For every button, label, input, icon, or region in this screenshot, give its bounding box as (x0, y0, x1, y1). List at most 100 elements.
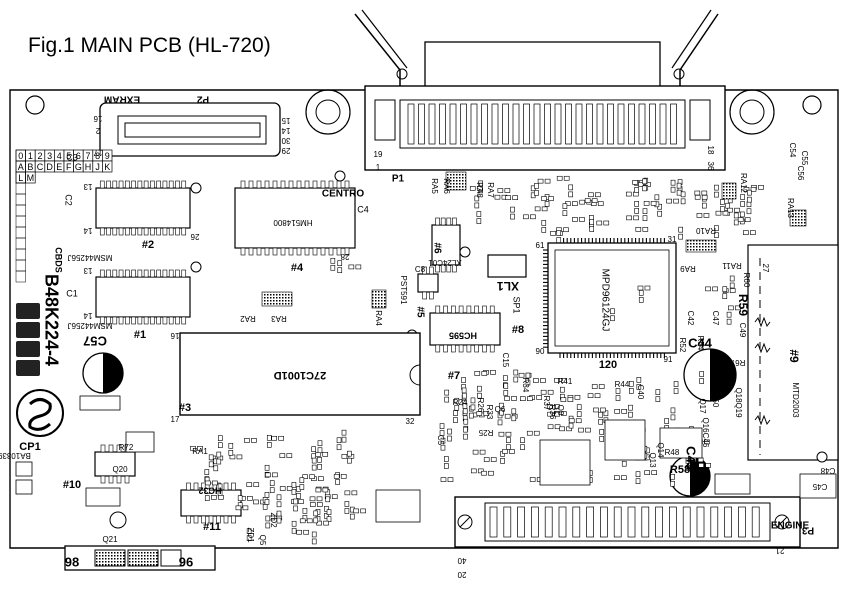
label-r52: R52 (678, 338, 687, 353)
label-c47: C47 (711, 311, 720, 326)
chip-27c1001d (179, 332, 421, 416)
label-engine: ENGINE (771, 521, 810, 532)
label-q13: Q13 (648, 452, 657, 468)
label-chip1: MSM44256J (68, 321, 113, 330)
label-chip2: MSM44256J (68, 253, 113, 262)
label-pin17: 17 (93, 148, 102, 157)
chip-msm44256j-1 (95, 276, 191, 318)
label-exram: EXRAM (104, 93, 140, 104)
figure-title: Fig.1 MAIN PCB (HL-720) (28, 34, 271, 57)
label-c43: C43 (684, 446, 699, 470)
label-c48: C48 (820, 466, 835, 475)
mount-hole (305, 89, 351, 135)
label-ra12: RA12 (739, 173, 748, 194)
label-ra11: RA11 (722, 261, 742, 270)
label-p3: P3 (801, 524, 814, 535)
mount-hole (729, 89, 775, 135)
label-pin36: 36 (706, 162, 715, 171)
label-ch1: #1 (134, 329, 146, 341)
switch-grid-label: 0 (18, 151, 23, 161)
chip-hc595 (429, 312, 501, 346)
label-q20: Q20 (112, 465, 128, 474)
label-r58: R58 (670, 464, 690, 476)
label-ch5: #5 (414, 306, 425, 318)
connector-9 (747, 244, 839, 461)
label-ra9: RA9 (680, 264, 696, 273)
label-pin16: 16 (93, 114, 102, 123)
label-pin27: 27 (761, 264, 770, 273)
label-zd1: ZD1 (246, 527, 255, 543)
label-c4: C4 (357, 204, 369, 214)
label-pin40: 40 (457, 556, 466, 565)
switch-grid-label: 3 (47, 151, 52, 161)
label-cp1: CP1 (19, 441, 40, 453)
label-pin14c: 14 (83, 311, 92, 320)
capacitor-c44 (683, 348, 737, 402)
label-pin13b: 13 (83, 266, 92, 275)
label-ra2: RA2 (240, 314, 256, 323)
label-pin20: 20 (457, 570, 466, 579)
label-r50: R50 (711, 393, 720, 408)
engine-connector (454, 496, 801, 548)
label-p1: P1 (392, 174, 405, 185)
label-pin61: 61 (536, 241, 545, 250)
label-c1: C1 (66, 288, 78, 298)
switch-grid-label: C (37, 162, 44, 172)
label-pin14b: 14 (83, 226, 92, 235)
label-c44: C44 (688, 335, 713, 350)
label-xlc: XL24C01 (428, 258, 462, 267)
label-c40: C40 (636, 385, 645, 400)
switch-grid-label: L (18, 173, 23, 183)
switch-grid-label: 8 (95, 151, 100, 161)
chip-xl1 (487, 254, 527, 278)
label-q21: Q21 (102, 535, 118, 544)
label-q19: Q19 (734, 402, 743, 418)
label-ra3: RA3 (271, 314, 287, 323)
label-r60: R60 (742, 273, 751, 288)
label-pin31: 31 (668, 235, 677, 244)
switch-grid-label: 2 (37, 151, 42, 161)
label-r33: R33 (485, 405, 494, 420)
capacitor-c57 (82, 352, 124, 394)
chip-msm44256j-2 (95, 187, 191, 229)
label-r34: R34 (521, 378, 530, 393)
label-chip11: HC32 (198, 486, 221, 496)
label-pin30: 30 (281, 136, 290, 145)
label-r48: R48 (665, 448, 680, 457)
label-c54: C54 (788, 143, 797, 158)
label-ch7: #7 (448, 370, 460, 382)
label-chip7: HC595 (449, 331, 477, 341)
label-r41: R41 (558, 377, 573, 386)
label-ch2: #2 (142, 239, 154, 251)
label-cbds: CBDS (54, 247, 64, 273)
label-n120: 120 (599, 359, 617, 371)
label-r44: R44 (615, 380, 630, 389)
label-ra6: RA6 (442, 178, 451, 194)
label-pin90: 90 (536, 347, 545, 356)
switch-grid-label: D (46, 162, 53, 172)
switch-grid-label: A (18, 162, 24, 172)
label-r59: R59 (736, 294, 750, 316)
chip-pst591 (417, 273, 439, 293)
label-ra7: RA7 (486, 182, 495, 198)
label-pin18: 18 (706, 146, 715, 155)
label-r24: R24 (453, 398, 468, 407)
label-pst: PST591 (399, 276, 408, 305)
label-c57: C57 (83, 334, 107, 349)
chip-hm514800 (234, 187, 356, 249)
switch-grid-label: 6 (76, 151, 81, 161)
label-ba: BA10339F (0, 451, 31, 460)
label-ch10: #10 (63, 479, 81, 491)
label-r54: R54 (696, 336, 705, 351)
label-ch11: #11 (203, 521, 221, 533)
label-pin14: 14 (281, 126, 290, 135)
label-centro: CENTRO (322, 189, 364, 200)
label-pin13: 13 (83, 182, 92, 191)
switch-grid-label: 5 (66, 151, 71, 161)
label-ra8: RA8 (475, 182, 484, 198)
chip-xl24c01 (431, 224, 461, 266)
label-ch9: #9 (787, 349, 801, 363)
label-ch6: #6 (431, 242, 442, 254)
label-pin91: 91 (664, 355, 673, 364)
